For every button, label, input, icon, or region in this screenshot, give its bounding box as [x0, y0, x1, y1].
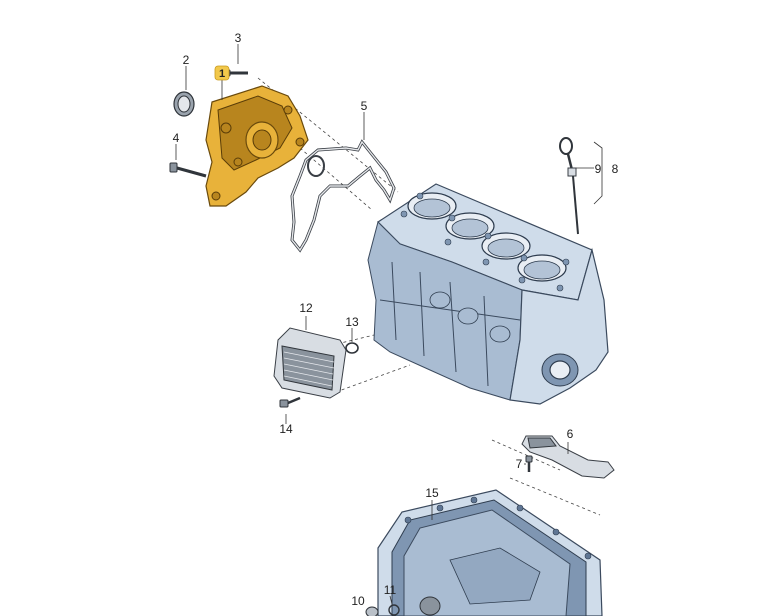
engine-block — [367, 183, 609, 405]
oil-pan-part[interactable] — [377, 489, 603, 616]
dipstick-part[interactable] — [559, 137, 603, 235]
oil-pump-part[interactable] — [205, 85, 309, 207]
oil-cooler-part[interactable] — [273, 327, 347, 399]
callout-9: 9 — [595, 162, 602, 176]
cylinder-bores — [407, 192, 567, 282]
callout-8: 8 — [612, 162, 619, 176]
gasket-part[interactable] — [290, 139, 396, 253]
callout-1: 1 — [219, 68, 225, 80]
callout-11: 11 — [384, 583, 397, 597]
callout-labels: 1 2 3 4 5 6 7 8 9 10 11 12 13 14 15 — [173, 31, 619, 608]
callout-6: 6 — [567, 427, 574, 441]
baffle-plate-part[interactable] — [521, 435, 615, 479]
callout-3: 3 — [235, 31, 242, 45]
callout-4: 4 — [173, 131, 180, 145]
callout-12: 12 — [299, 301, 313, 315]
callout-10: 10 — [351, 594, 365, 608]
leader-lines — [175, 44, 594, 605]
bolt-part-7[interactable] — [525, 455, 533, 472]
callout-7: 7 — [516, 457, 523, 471]
callout-15: 15 — [425, 486, 439, 500]
callout-1-highlight — [214, 65, 230, 81]
seal-ring-part[interactable] — [173, 91, 195, 117]
callout-13: 13 — [345, 315, 359, 329]
bolt-part-4[interactable] — [169, 162, 207, 178]
callout-5: 5 — [361, 99, 368, 113]
bolt-part-14[interactable] — [279, 396, 301, 408]
callout-2: 2 — [183, 53, 190, 67]
drain-plug-part[interactable] — [365, 596, 441, 616]
callout-14: 14 — [279, 422, 293, 436]
o-ring-part[interactable] — [345, 342, 359, 354]
